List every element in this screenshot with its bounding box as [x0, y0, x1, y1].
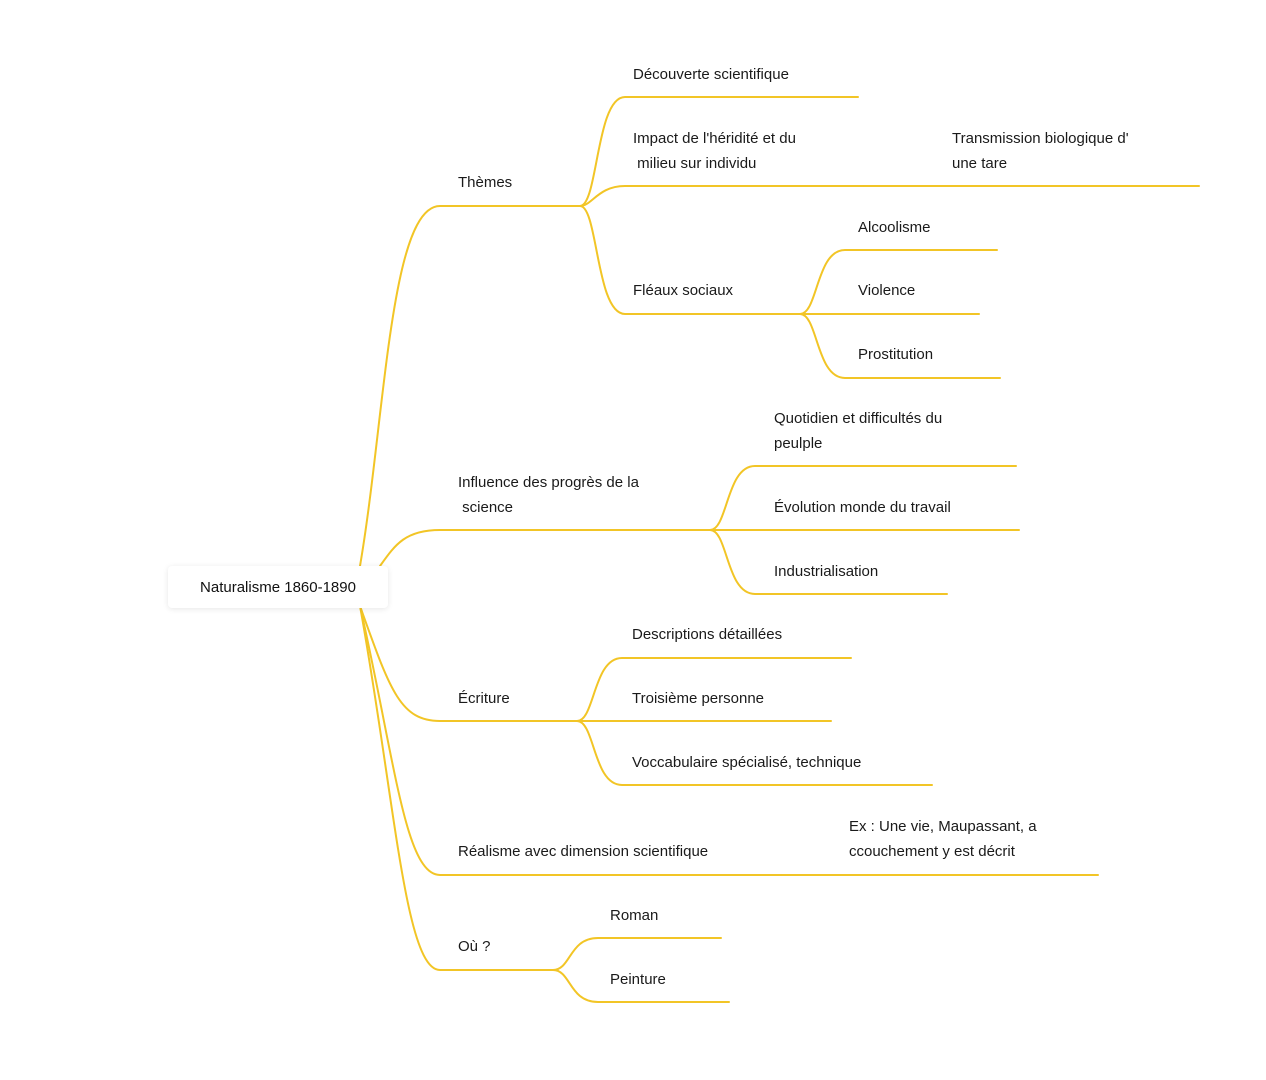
node-troisieme-personne[interactable]: Troisième personne — [632, 690, 765, 707]
node-voccabulaire-specialise[interactable]: Voccabulaire spécialisé, technique — [632, 754, 862, 771]
connector-ecriture-descriptions — [576, 657, 852, 722]
node-roman[interactable]: Roman — [610, 907, 659, 924]
node-violence[interactable]: Violence — [858, 282, 916, 299]
node-realisme-dimension-scientifique[interactable]: Réalisme avec dimension scientifique — [458, 843, 709, 860]
node-decouverte-scientifique[interactable]: Découverte scientifique — [633, 66, 789, 83]
node-alcoolisme[interactable]: Alcoolisme — [858, 219, 931, 236]
node-line: Transmission biologique d' — [952, 130, 1129, 147]
connector-root-themes — [359, 205, 581, 567]
node-line: milieu sur individu — [633, 155, 757, 172]
node-line: une tare — [952, 155, 1008, 172]
node-line: ccouchement y est décrit — [849, 843, 1015, 860]
node-peinture[interactable]: Peinture — [610, 971, 666, 988]
node-descriptions-detaillees[interactable]: Descriptions détaillées — [632, 626, 783, 643]
connector-root-ecriture — [359, 605, 578, 722]
node-ou[interactable]: Où ? — [458, 938, 491, 955]
node-transmission-biologique[interactable]: Transmission biologique d' une tare — [952, 126, 1129, 176]
node-line: Quotidien et difficultés du — [774, 410, 943, 427]
node-industrialisation[interactable]: Industrialisation — [774, 563, 879, 580]
node-impact-heredite-milieu[interactable]: Impact de l'héridité et du milieu sur in… — [633, 126, 796, 176]
connector-themes-impact — [579, 185, 865, 207]
node-ecriture[interactable]: Écriture — [458, 690, 510, 707]
node-prostitution[interactable]: Prostitution — [858, 346, 934, 363]
node-line: science — [458, 499, 514, 516]
root-node[interactable]: Naturalisme 1860-1890 — [168, 566, 388, 608]
connector-influence-industrialisation — [709, 529, 948, 595]
connector-influence-quotidien — [709, 465, 1017, 531]
connector-themes-fleaux — [579, 205, 801, 315]
node-exemple-une-vie[interactable]: Ex : Une vie, Maupassant, a ccouchement … — [849, 814, 1037, 864]
connector-root-influence — [379, 529, 711, 567]
node-fleaux-sociaux[interactable]: Fléaux sociaux — [633, 282, 734, 299]
connector-fleaux-alcoolisme — [799, 249, 998, 315]
node-quotidien-difficultes[interactable]: Quotidien et difficultés du peulple — [774, 406, 942, 456]
connector-ou-peinture — [552, 969, 730, 1003]
connector-ecriture-voccabulaire — [576, 720, 933, 786]
node-line: Impact de l'héridité et du — [633, 130, 796, 147]
root-node-label: Naturalisme 1860-1890 — [200, 578, 356, 596]
connector-ou-roman — [552, 937, 722, 971]
node-line: Influence des progrès de la — [458, 474, 639, 491]
node-themes[interactable]: Thèmes — [458, 174, 513, 191]
connector-root-ou — [359, 605, 554, 971]
connector-themes-decouverte — [579, 96, 859, 207]
connector-root-realisme — [359, 605, 783, 876]
node-evolution-monde-travail[interactable]: Évolution monde du travail — [774, 499, 951, 516]
node-influence-progres-science[interactable]: Influence des progrès de la science — [458, 470, 639, 520]
connector-fleaux-prostitution — [799, 313, 1001, 379]
node-line: Ex : Une vie, Maupassant, a — [849, 818, 1037, 835]
node-line: peulple — [774, 435, 823, 452]
